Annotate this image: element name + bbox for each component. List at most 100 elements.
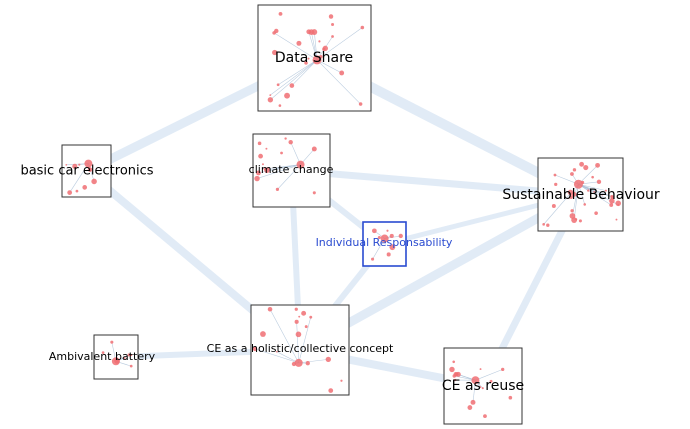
cluster-nodes <box>371 228 403 261</box>
cluster-label: Ambivalent battery <box>49 350 156 363</box>
node-dot <box>453 378 457 382</box>
node-dot <box>386 229 389 232</box>
node-dot <box>579 161 585 167</box>
node-dot <box>594 211 598 215</box>
cluster-label: CE as a holistic/collective concept <box>207 342 394 355</box>
node-dot <box>284 137 287 140</box>
cluster-nodes <box>449 360 513 419</box>
cluster-ce-reuse[interactable]: CE as reuse <box>442 347 524 425</box>
cluster-ambivalent-battery[interactable]: Ambivalent battery <box>49 334 156 380</box>
cluster-label: basic car electronics <box>20 164 153 179</box>
node-dot <box>274 28 279 34</box>
cluster-individual-responsability[interactable]: Individual Responsability <box>316 221 453 267</box>
node-dot <box>508 395 513 400</box>
node-dot <box>339 70 345 76</box>
cluster-nodes <box>252 306 343 393</box>
node-link <box>291 59 318 86</box>
node-dot <box>129 364 133 368</box>
node-dot <box>489 379 493 383</box>
node-dot <box>252 346 258 352</box>
hub-node-dot <box>573 179 583 189</box>
node-link <box>277 164 301 190</box>
node-dot <box>318 40 321 43</box>
node-dot <box>123 356 126 359</box>
node-dot <box>67 190 73 195</box>
node-dot <box>583 203 587 206</box>
node-dot <box>130 354 133 357</box>
cluster-box <box>362 221 407 267</box>
node-link <box>270 59 318 101</box>
node-dot <box>609 203 614 207</box>
node-dot <box>479 386 482 389</box>
node-dot <box>328 388 334 393</box>
node-dot <box>331 35 334 38</box>
node-dot <box>386 252 391 257</box>
node-dot <box>601 193 604 196</box>
cluster-label: Sustainable Behaviour <box>502 187 660 203</box>
node-dot <box>276 350 278 353</box>
cluster-basic-car-electronics[interactable]: basic car electronics <box>20 144 154 198</box>
node-dot <box>75 189 79 193</box>
cluster-box <box>537 157 624 232</box>
node-dot <box>304 325 308 329</box>
node-link <box>254 348 299 364</box>
node-dot <box>617 203 620 206</box>
node-dot <box>308 29 315 35</box>
node-dot <box>377 236 381 240</box>
node-link <box>69 163 89 193</box>
node-dot <box>328 14 334 19</box>
node-dot <box>546 223 550 227</box>
node-dot <box>398 233 403 239</box>
node-link <box>269 309 299 364</box>
node-dot <box>127 353 131 357</box>
node-dot <box>587 189 590 192</box>
hub-node-dot <box>471 376 480 385</box>
node-link <box>316 59 361 105</box>
node-dot <box>275 187 280 191</box>
node-dot <box>267 306 273 312</box>
node-link <box>256 164 301 179</box>
node-link <box>316 27 363 61</box>
node-dot <box>110 340 114 344</box>
node-link <box>290 142 301 165</box>
hub-node-dot <box>380 234 389 243</box>
node-dot <box>322 45 329 52</box>
node-dot <box>595 162 600 168</box>
cluster-nodes <box>254 137 317 195</box>
cluster-sustainable-behaviour[interactable]: Sustainable Behaviour <box>502 157 660 232</box>
node-dot <box>551 204 556 208</box>
node-dot <box>609 198 615 204</box>
node-dot <box>572 168 577 172</box>
node-dot <box>479 368 482 371</box>
cluster-nodes <box>101 340 133 368</box>
node-dot <box>267 97 274 103</box>
node-dot <box>554 182 558 187</box>
node-dot <box>72 163 78 169</box>
node-link <box>475 369 503 381</box>
node-link <box>298 359 329 364</box>
node-link <box>543 183 579 225</box>
cluster-data-share[interactable]: Data Share <box>257 4 372 112</box>
cluster-box <box>93 334 139 380</box>
node-dot <box>258 153 263 159</box>
node-link <box>298 317 312 363</box>
node-dot <box>101 351 105 354</box>
node-dot <box>360 25 365 30</box>
cluster-ce-holistic[interactable]: CE as a holistic/collective concept <box>207 304 394 396</box>
node-dot <box>294 307 298 311</box>
cluster-climate-change[interactable]: climate change <box>249 133 334 208</box>
cluster-nodes <box>542 161 622 227</box>
node-dot <box>453 371 459 377</box>
node-dot <box>307 57 310 60</box>
node-dot <box>264 167 270 173</box>
node-dot <box>483 414 487 419</box>
node-dot <box>570 172 574 176</box>
node-dot <box>481 387 484 390</box>
node-dot <box>583 164 589 171</box>
node-dot <box>276 83 280 87</box>
node-dot <box>278 104 282 107</box>
node-dot <box>294 319 299 324</box>
node-dot <box>578 219 582 223</box>
cluster-label: Individual Responsability <box>316 236 453 249</box>
